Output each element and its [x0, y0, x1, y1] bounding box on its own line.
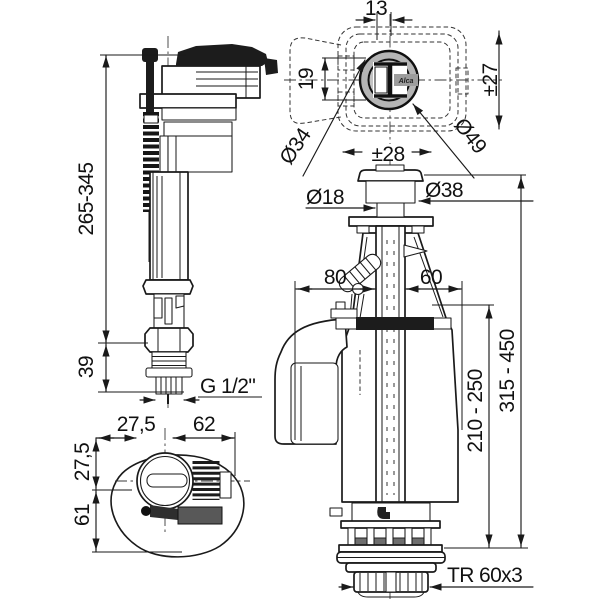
tank-outline-inner2-dashed [353, 41, 451, 119]
adjust-rod [146, 60, 154, 114]
tank-outline-dashed [337, 26, 467, 132]
dim-bottom-27-5-h: 27,5 [117, 413, 155, 436]
tube-collar [142, 279, 194, 295]
float-body [167, 135, 233, 173]
dim-flush-60: 60 [420, 266, 442, 289]
float-circle-inner [139, 455, 191, 507]
tank-outline-inner-dashed [345, 33, 459, 127]
base-rail-top [340, 520, 441, 529]
clamp-end-left [335, 317, 359, 330]
lever-arm [150, 505, 178, 520]
float-slot [146, 473, 188, 488]
flange-tab-left [356, 225, 370, 234]
flange-tab-right [411, 225, 425, 234]
float-lever-wedge [403, 244, 428, 258]
dim-flush-d38: Ø38 [425, 179, 463, 202]
flush-button-cap-top [375, 164, 405, 172]
dim-top-19: 19 [295, 68, 318, 90]
elbow-panel [290, 362, 339, 445]
base-collar [345, 562, 437, 573]
stem-slot [374, 66, 388, 94]
lift-tube [375, 225, 406, 503]
dim-bottom-61: 61 [71, 504, 94, 526]
flush-button [365, 180, 416, 204]
flush-button-cap [357, 169, 424, 182]
clamp-end-right [432, 317, 452, 330]
adjust-nut [143, 114, 159, 124]
fill-valve-head-base [139, 93, 237, 109]
fill-valve-cap-knob [264, 58, 278, 75]
valve-side-block [219, 471, 232, 499]
dim-flush-80: 80 [324, 266, 346, 289]
tank-top-view: Alca [284, 14, 502, 144]
float-left-band [159, 135, 169, 173]
fill-valve-side-view [139, 36, 278, 408]
dim-bottom-62: 62 [193, 413, 215, 436]
dim-fill-thread: G 1/2" [200, 375, 255, 398]
dim-bottom-27-5-v: 27,5 [71, 443, 94, 481]
shank-washer [145, 367, 193, 378]
logo-chip [394, 74, 418, 86]
fill-valve-neck [161, 107, 237, 121]
fill-valve-cap [176, 44, 268, 66]
telescopic-tube [149, 171, 189, 281]
lever-body [177, 506, 223, 525]
base-nub [329, 507, 343, 517]
dim-top-13: 13 [365, 0, 387, 20]
dim-top-pm28: ±28 [371, 143, 404, 166]
thread-lip [357, 591, 425, 598]
wing-rib2-dashed [337, 91, 355, 107]
tank-wing-dashed [289, 37, 342, 124]
flush-button-stem [376, 202, 405, 218]
fill-valve-bottom-view [110, 428, 250, 558]
dim-flush-d18: Ø18 [306, 186, 344, 209]
flush-valve-front-view [274, 160, 459, 599]
clamp-bar [356, 317, 434, 330]
dim-fill-shank: 39 [75, 356, 98, 378]
float-top-strip [163, 121, 233, 137]
tank-hole-outline [110, 454, 245, 558]
hex-nut [144, 327, 194, 353]
base-box [351, 502, 431, 522]
dim-fill-height: 265-345 [75, 163, 98, 236]
base-hook [377, 507, 390, 519]
dimensions: 265-345 39 G 1/2" 13 19 ±27 ±28 Ø34 Ø49 … [71, 0, 534, 591]
brand-logo: Alca [398, 78, 414, 85]
dim-flush-total-height: 315 - 450 [496, 329, 519, 412]
dim-flush-inner-height: 210 - 250 [464, 369, 487, 452]
clamp-shelf [330, 308, 358, 319]
outlet-dashed [455, 67, 469, 95]
shank-thread-lower [155, 376, 183, 395]
lever-pivot [141, 506, 151, 516]
wing-rib-dashed [337, 55, 355, 71]
thread-tab [385, 571, 397, 593]
flush-flange [348, 216, 434, 227]
base-rail-bottom [338, 544, 443, 553]
dim-top-pm27: ±27 [479, 63, 502, 96]
dim-flush-thread: TR 60x3 [447, 564, 522, 587]
